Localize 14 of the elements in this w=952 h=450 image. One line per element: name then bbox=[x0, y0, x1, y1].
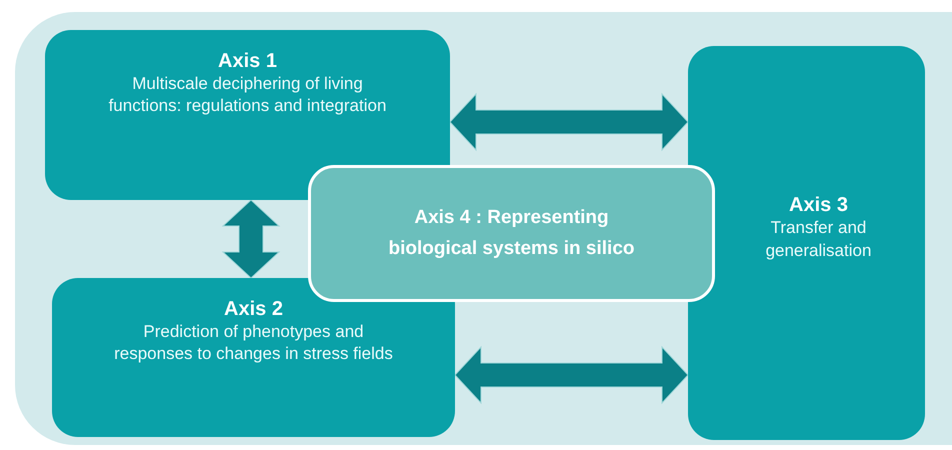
axis-description: Transfer and generalisation bbox=[764, 217, 872, 262]
axis-title: Axis 1 bbox=[218, 50, 277, 73]
axis-box bbox=[52, 278, 455, 437]
axis-box bbox=[308, 165, 715, 302]
axis-box bbox=[45, 30, 450, 200]
axis-description: Multiscale deciphering of living functions: regulations and integration bbox=[108, 73, 388, 118]
axis-title: Axis 4 : Representing biological systems in silico bbox=[387, 206, 636, 260]
axis-title: Axis 3 bbox=[789, 194, 848, 218]
double-arrow bbox=[454, 346, 689, 404]
double-arrow bbox=[222, 199, 280, 279]
axis-description: Prediction of phenotypes and responses to changes in stress fields bbox=[113, 321, 394, 366]
double-arrow bbox=[449, 92, 689, 152]
axis-box bbox=[688, 46, 925, 440]
axis-title: Axis 2 bbox=[224, 298, 283, 321]
